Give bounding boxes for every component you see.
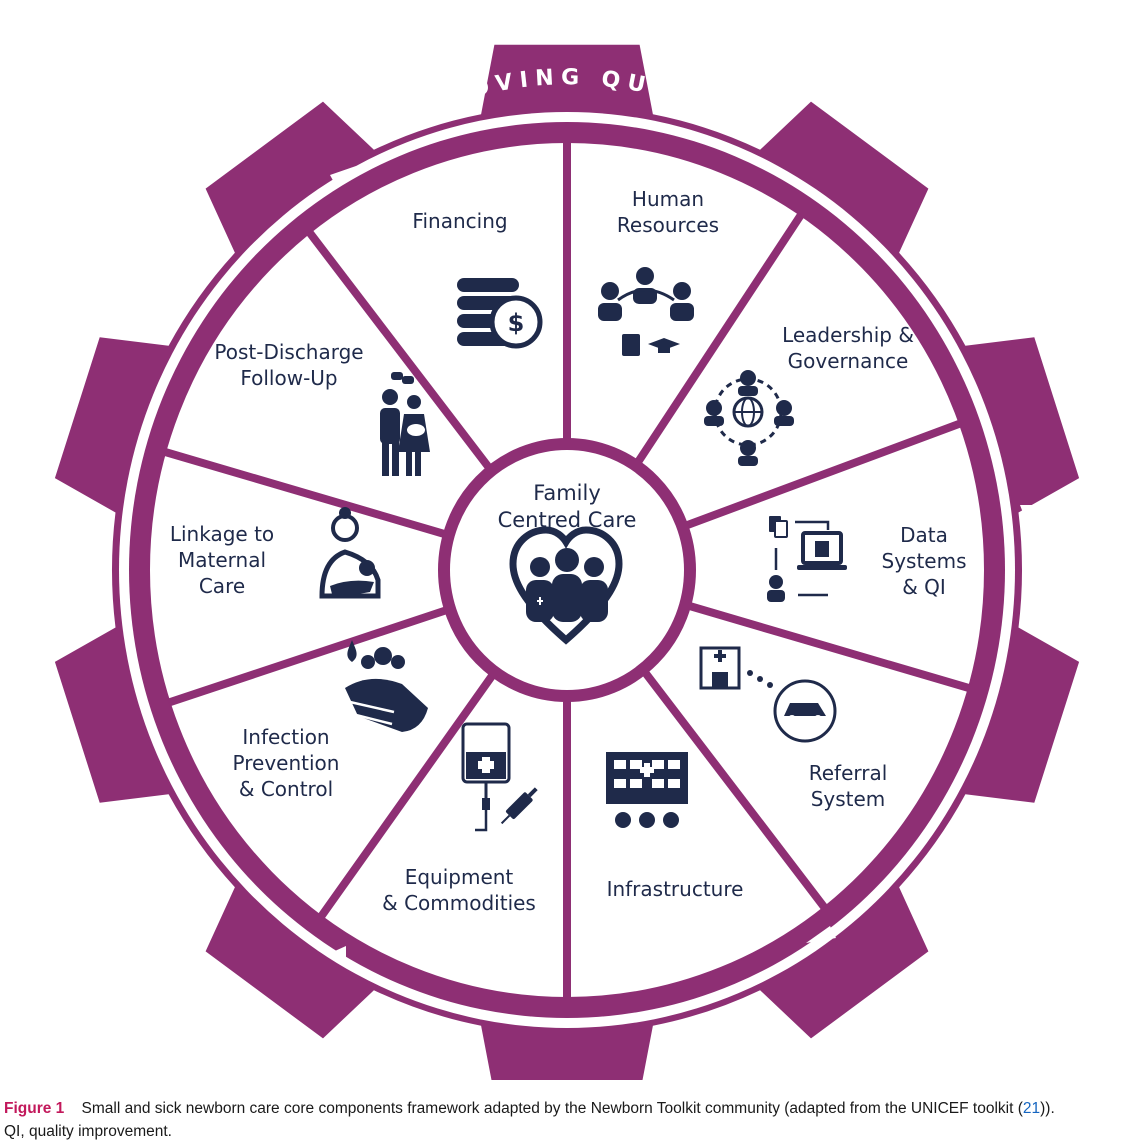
segment-label-line: Infection — [242, 725, 329, 749]
arrow-bottom — [326, 946, 346, 962]
segment-label-line: Financing — [412, 209, 507, 233]
svg-text:$: $ — [508, 309, 525, 337]
segment-label-line: Follow-Up — [240, 366, 337, 390]
figure-number: Figure 1 — [4, 1100, 65, 1117]
cycle-arrows — [96, 166, 1038, 962]
mother-baby-icon — [319, 507, 381, 599]
segment-label-line: System — [811, 787, 886, 811]
hospital-building-icon — [606, 752, 688, 828]
segment-label-line: Leadership & — [782, 323, 914, 347]
segment-label-line: & QI — [902, 575, 946, 599]
segment-label-line: Maternal — [178, 548, 266, 572]
caption-abbrev: QI, quality improvement. — [4, 1123, 172, 1140]
segment-label-line: Data — [900, 523, 948, 547]
family-icon — [380, 372, 430, 476]
center-title-line1: Family — [533, 481, 601, 505]
arrow-left — [96, 543, 112, 568]
heart-family-icon — [509, 526, 623, 645]
segment-label-line: Resources — [617, 213, 719, 237]
spoke-8 — [168, 604, 455, 707]
spoke-7 — [318, 667, 500, 919]
spoke-4 — [681, 600, 970, 692]
spoke-10 — [306, 230, 497, 476]
arrow-bottom-right — [806, 926, 836, 943]
caption-text-end: )). — [1040, 1100, 1055, 1117]
segment-label-financing: Financing — [412, 209, 507, 233]
spoke-3 — [678, 419, 962, 532]
figure-caption: Figure 1 Small and sick newborn care cor… — [4, 1097, 1127, 1143]
arrow-top — [330, 166, 356, 186]
spoke-9 — [164, 448, 453, 540]
segment-label-leadership-governance: Leadership &Governance — [782, 323, 914, 373]
ambulance-icon — [699, 646, 837, 743]
segment-label-line: & Commodities — [382, 891, 536, 915]
segment-label-infrastructure: Infrastructure — [607, 877, 744, 901]
framework-diagram: IMPROVING QUALITY Family Centred Care Hu… — [54, 44, 1080, 1080]
spokes — [164, 142, 970, 998]
network-globe-icon — [704, 370, 794, 466]
spoke-2 — [630, 212, 805, 471]
segment-label-line: Referral — [809, 761, 888, 785]
arrow-right — [1020, 505, 1038, 531]
segment-label-line: Equipment — [405, 865, 514, 889]
segment-label-line: Human — [632, 187, 704, 211]
spoke-5 — [637, 664, 828, 910]
segment-label-line: Governance — [788, 349, 909, 373]
segment-label-line: Care — [199, 574, 245, 598]
segment-label-line: Linkage to — [170, 522, 274, 546]
iv-syringe-icon — [461, 722, 538, 832]
segment-label-line: & Control — [239, 777, 333, 801]
segment-label-line: Post-Discharge — [214, 340, 363, 364]
data-laptop-icon — [767, 516, 847, 602]
coins-icon: $ — [457, 278, 543, 349]
segment-label-equipment-commodities: Equipment& Commodities — [382, 865, 536, 915]
caption-text: Small and sick newborn care core compone… — [81, 1100, 1023, 1117]
segment-label-line: Prevention — [233, 751, 340, 775]
reference-link[interactable]: 21 — [1022, 1100, 1041, 1117]
segment-label-line: Systems — [882, 549, 967, 573]
segment-label-line: Infrastructure — [607, 877, 744, 901]
handwash-icon — [345, 640, 428, 732]
team-icon — [598, 267, 694, 356]
center-title-line2: Centred Care — [498, 508, 637, 532]
